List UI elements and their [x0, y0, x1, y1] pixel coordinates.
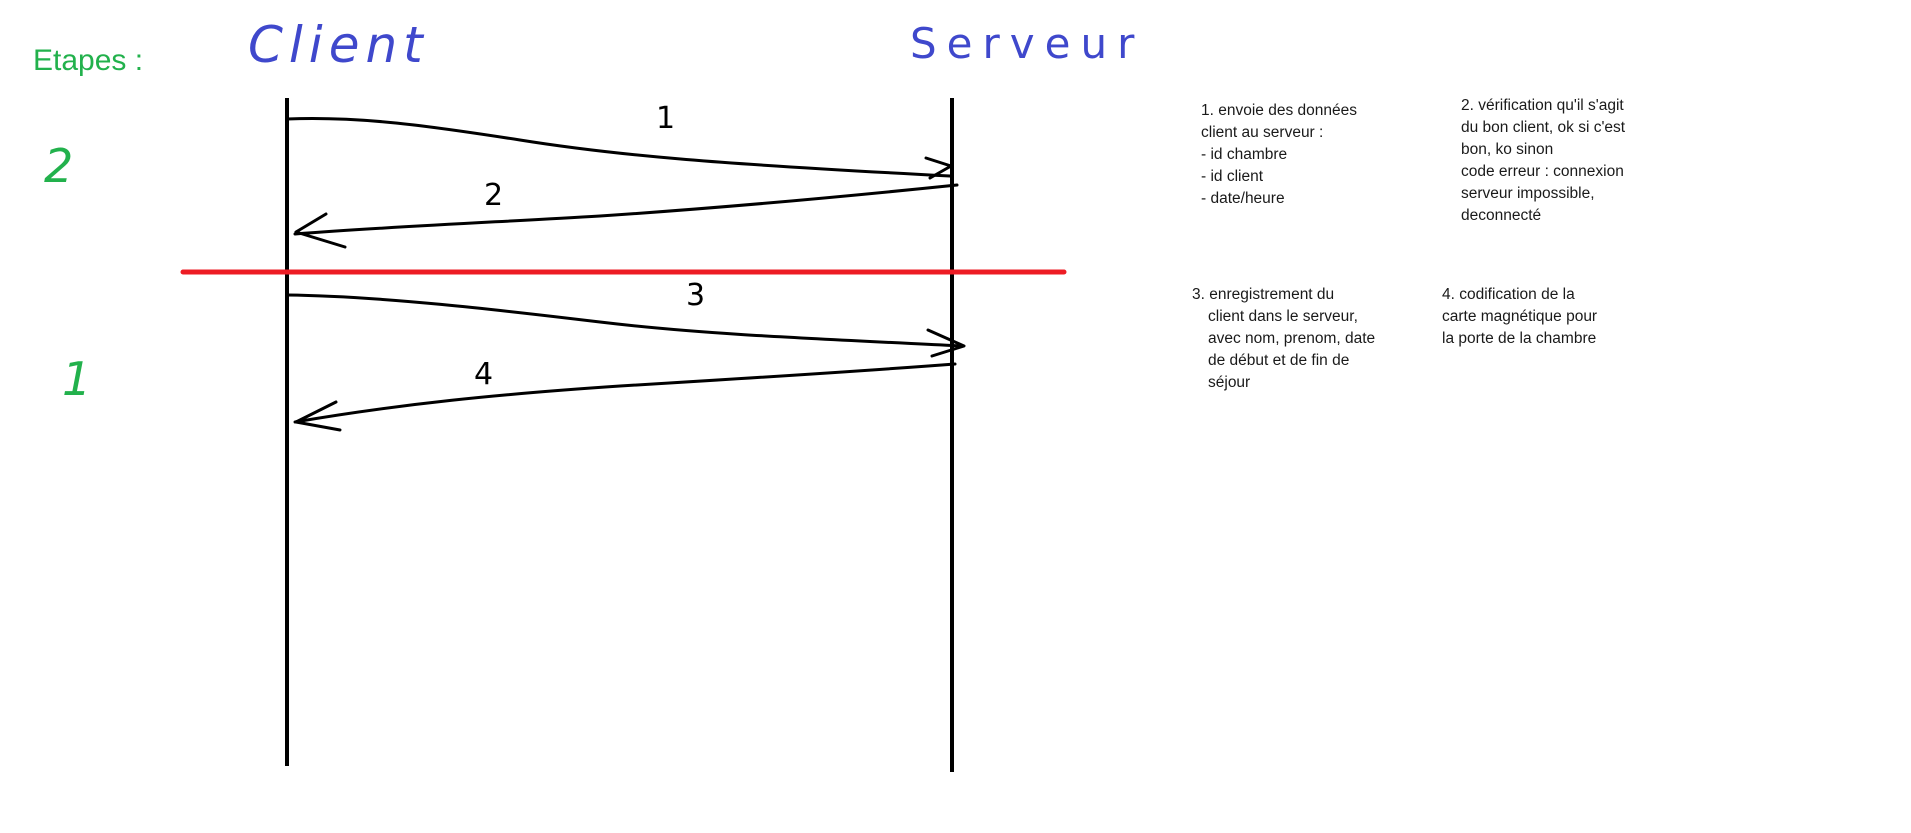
- message-1-arrow: [285, 116, 952, 178]
- message-1-arrowhead: [924, 156, 953, 180]
- note-step-3: 3. enregistrement du client dans le serv…: [1192, 284, 1375, 394]
- actor-client-label: Client: [248, 16, 429, 74]
- note-line: deconnecté: [1461, 207, 1542, 224]
- message-2-label: 2: [484, 178, 503, 213]
- message-4-label: 4: [474, 357, 493, 392]
- message-4-arrow: [293, 362, 957, 424]
- note-line: de début et de fin de: [1208, 352, 1350, 369]
- note-line: serveur impossible,: [1461, 185, 1595, 202]
- note-step-2: 2. vérification qu'il s'agit du bon clie…: [1461, 95, 1625, 227]
- message-2-arrowhead: [294, 212, 347, 249]
- actor-server-label: Serveur: [910, 19, 1144, 68]
- note-line: - id client: [1201, 168, 1264, 185]
- message-4-arrowhead: [294, 400, 342, 432]
- message-3-arrowhead: [926, 328, 966, 358]
- note-line: - id chambre: [1201, 146, 1288, 163]
- note-line: 1. envoie des données: [1201, 102, 1357, 119]
- note-line: avec nom, prenom, date: [1208, 330, 1376, 347]
- message-2-arrow: [293, 183, 959, 236]
- message-3-label: 3: [686, 278, 705, 313]
- note-line: 2. vérification qu'il s'agit: [1461, 97, 1624, 114]
- note-line: séjour: [1208, 374, 1251, 391]
- note-line: - date/heure: [1201, 190, 1285, 207]
- note-line: bon, ko sinon: [1461, 141, 1554, 158]
- note-line: la porte de la chambre: [1442, 330, 1597, 347]
- note-line: 3. enregistrement du: [1192, 286, 1335, 303]
- note-line: code erreur : connexion: [1461, 163, 1624, 180]
- note-step-1: 1. envoie des données client au serveur …: [1201, 100, 1357, 210]
- note-line: client dans le serveur,: [1208, 308, 1358, 325]
- phase-marker-upper: 2: [44, 139, 73, 193]
- note-step-4: 4. codification de la carte magnétique p…: [1442, 284, 1597, 350]
- message-1-label: 1: [656, 101, 675, 136]
- note-line: du bon client, ok si c'est: [1461, 119, 1626, 136]
- note-line: carte magnétique pour: [1442, 308, 1598, 325]
- etapes-title: Etapes :: [33, 44, 144, 77]
- phase-marker-lower: 1: [62, 352, 91, 406]
- note-line: 4. codification de la: [1442, 286, 1575, 303]
- message-3-arrow: [285, 293, 964, 348]
- note-line: client au serveur :: [1201, 124, 1324, 141]
